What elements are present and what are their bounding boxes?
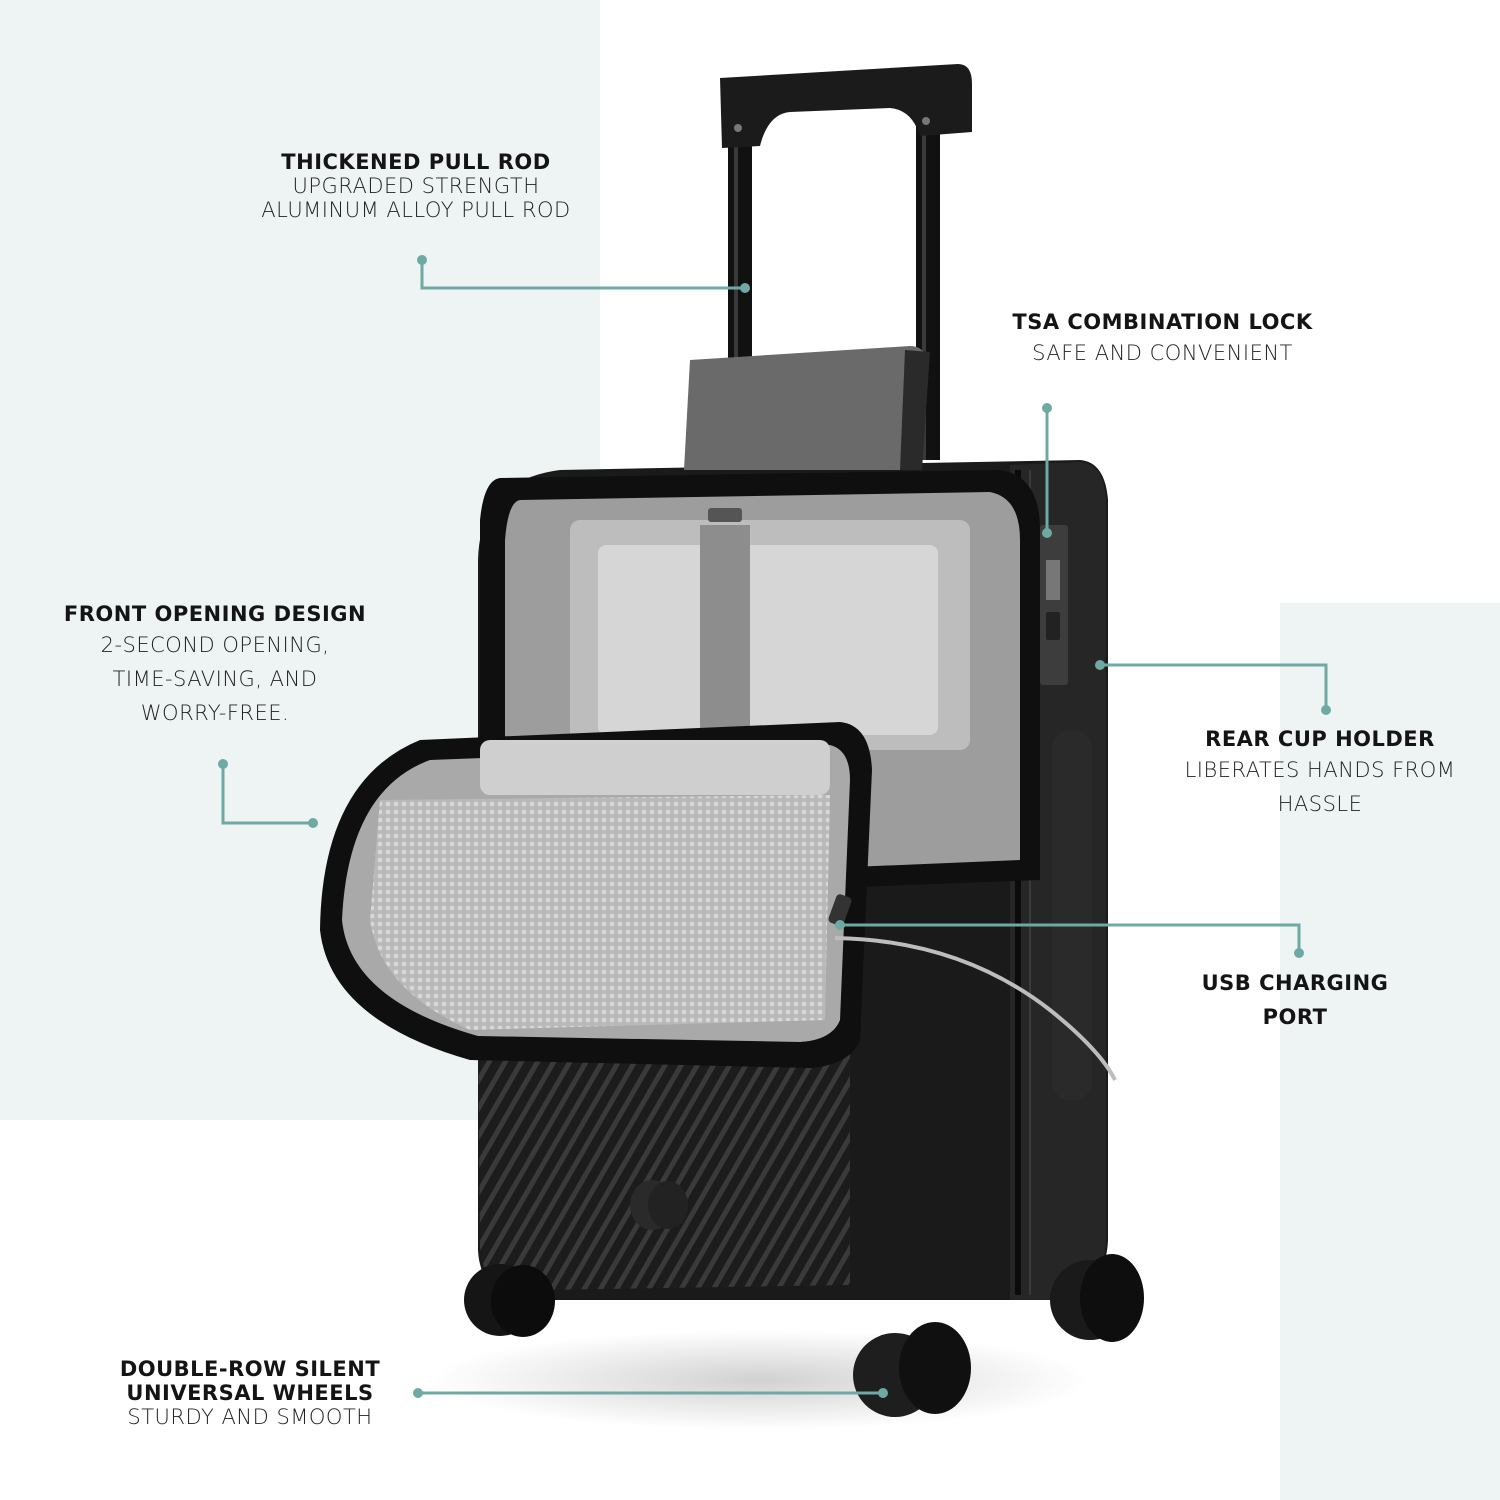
callout-title: REAR CUP HOLDER [1205, 727, 1435, 751]
callout-line: ALUMINUM ALLOY PULL ROD [261, 198, 571, 222]
callout-line: WORRY-FREE. [140, 701, 290, 725]
cup-holder[interactable] [1052, 730, 1092, 1100]
callout-title: THICKENED PULL ROD [281, 150, 551, 174]
callout-title: DOUBLE-ROW SILENT [119, 1357, 381, 1381]
callout-line: STURDY AND SMOOTH [127, 1405, 373, 1429]
callout-wheels: DOUBLE-ROW SILENT UNIVERSAL WHEELS STURD… [105, 1357, 395, 1429]
wheels [464, 1180, 1144, 1417]
front-lid[interactable] [320, 722, 872, 1068]
strap [700, 525, 750, 745]
callout-title: UNIVERSAL WHEELS [126, 1381, 374, 1405]
callout-cup-holder: REAR CUP HOLDER LIBERATES HANDS FROM HAS… [1160, 725, 1480, 821]
callout-pull-rod: THICKENED PULL ROD UPGRADED STRENGTH ALU… [236, 150, 596, 222]
floor-shadow [430, 1330, 1090, 1430]
callout-line: SAFE AND CONVENIENT [1032, 341, 1293, 365]
callout-front-opening: FRONT OPENING DESIGN 2-SECOND OPENING, T… [50, 600, 380, 730]
callout-line: TIME-SAVING, AND [112, 667, 318, 691]
callout-title: PORT [1262, 1005, 1328, 1029]
callout-title: TSA COMBINATION LOCK [1012, 310, 1313, 334]
callout-tsa-lock: TSA COMBINATION LOCK SAFE AND CONVENIENT [990, 308, 1335, 370]
tsa-lock[interactable] [1040, 525, 1068, 685]
phone [684, 346, 928, 470]
callout-title: FRONT OPENING DESIGN [63, 602, 367, 626]
callout-line: UPGRADED STRENGTH [292, 174, 540, 198]
callout-line: 2-SECOND OPENING, [100, 633, 330, 657]
callout-usb-port: USB CHARGING PORT [1180, 966, 1410, 1034]
background-panel-right [1280, 603, 1500, 1500]
callout-line: LIBERATES HANDS FROM [1184, 758, 1456, 782]
callout-line: HASSLE [1277, 792, 1363, 816]
callout-title: USB CHARGING [1201, 971, 1389, 995]
